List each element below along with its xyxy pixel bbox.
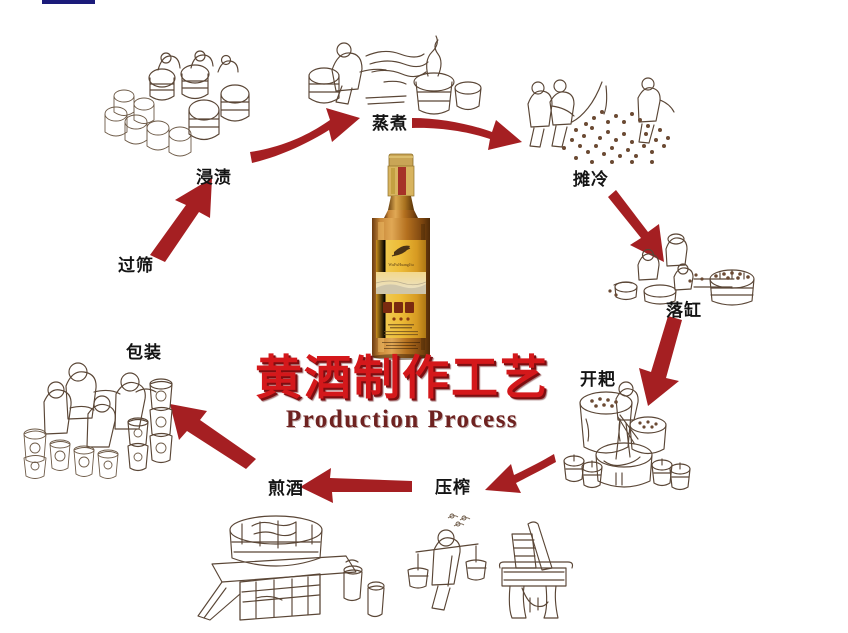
step-label-tanleng[interactable]: 摊冷 [573,170,609,190]
illustration-steaming [306,35,482,118]
illustration-raking [560,381,700,491]
step-label-jinzi[interactable]: 浸渍 [196,168,232,188]
illustration-into-vat [608,233,758,307]
top-marker-bar [42,0,95,4]
diagram-title-block: 黄酒制作工艺 Production Process [232,351,572,434]
arrow-zhengzhu-to-tanleng [412,118,522,150]
illustration-pressing [404,510,574,625]
step-label-zhengzhu[interactable]: 蒸煮 [372,114,408,134]
step-label-jianjiu[interactable]: 煎酒 [268,479,304,499]
arrow-kaipa-to-yazha [485,454,556,493]
illustration-soaking [100,48,280,163]
step-label-luogang[interactable]: 落缸 [666,301,702,321]
svg-text:WuFuHuangJiu: WuFuHuangJiu [388,262,413,267]
arrow-guoshai-to-jinzi [150,178,212,262]
arrow-luogang-to-kaipa [639,316,682,406]
illustration-boiling [196,508,386,628]
step-label-yazha[interactable]: 压榨 [435,478,471,498]
arrow-tanleng-to-luogang [608,190,664,262]
arrow-jinzi-to-zhengzhu [250,108,360,163]
page-title: 黄酒制作工艺 [255,351,549,406]
illustration-packaging [8,358,198,479]
step-label-guoshai[interactable]: 过筛 [118,256,154,276]
page-subtitle: Production Process [285,405,519,433]
arrow-yazha-to-jianjiu [300,468,412,503]
step-label-baozhuang[interactable]: 包装 [126,343,162,363]
step-label-kaipa[interactable]: 开耙 [580,370,616,390]
yellow-rice-wine-bottle: WuFuHuangJiu [358,152,444,362]
illustration-cooling [516,76,686,168]
arrow-jianjiu-to-baozhuang [170,404,256,469]
